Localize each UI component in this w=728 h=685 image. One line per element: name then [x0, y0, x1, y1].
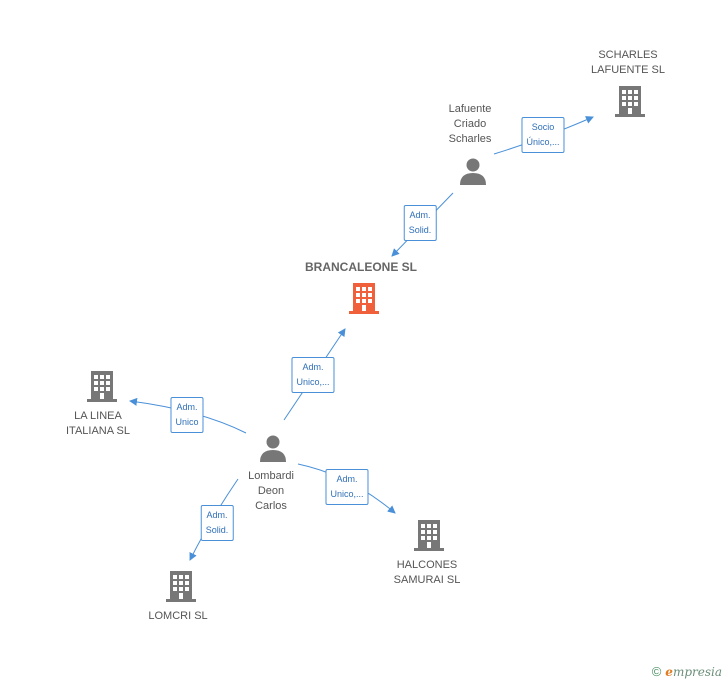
building-icon[interactable] — [613, 84, 647, 118]
company-name: BRANCALEONE SL — [304, 260, 418, 274]
label-line: LAFUENTE SL — [591, 64, 665, 76]
label-line: SAMURAI SL — [393, 574, 461, 586]
building-icon[interactable] — [347, 281, 381, 315]
building-icon[interactable] — [412, 518, 446, 552]
label-line: Carlos — [255, 500, 287, 512]
label-line: Lombardi — [248, 470, 294, 482]
edge-label-line: Adm. — [176, 402, 198, 412]
person-icon[interactable] — [258, 433, 288, 463]
edge-label-line: Adm. — [409, 210, 431, 220]
edge-label-line: Unico,... — [330, 489, 364, 499]
footer-brand: © empresia — [652, 664, 722, 679]
edge-label-line: Unico — [175, 417, 199, 427]
empresia-logo[interactable]: empresia — [665, 665, 722, 679]
label-line: ITALIANA SL — [66, 425, 130, 437]
edge-label-line: Solid. — [205, 525, 229, 535]
edge-label-line: Socio — [531, 122, 555, 132]
node-label-scharles-lafuente[interactable]: SCHARLES LAFUENTE SL — [591, 48, 665, 78]
label-line: SCHARLES — [598, 49, 658, 61]
edge-label-adm-solid[interactable]: Adm. Solid. — [403, 205, 437, 241]
building-icon[interactable] — [85, 369, 119, 403]
building-icon[interactable] — [164, 569, 198, 603]
node-label-la-linea[interactable]: LA LINEA ITALIANA SL — [66, 409, 130, 439]
brand-rest: mpresia — [672, 664, 722, 679]
edge-label-socio-unico[interactable]: Socio Único,... — [521, 117, 565, 153]
edge-label-line: Unico,... — [296, 377, 330, 387]
edge-label-line: Adm. — [206, 510, 228, 520]
edge-label-adm-unico[interactable]: Adm. Unico — [170, 397, 204, 433]
label-line: LA LINEA — [74, 410, 122, 422]
edge-label-line: Solid. — [408, 225, 432, 235]
label-line: Criado — [453, 118, 487, 130]
node-label-lomcri[interactable]: LOMCRI SL — [148, 609, 207, 624]
node-label-lafuente-criado[interactable]: Lafuente Criado Scharles — [449, 102, 492, 147]
edge-label-line: Único,... — [526, 137, 560, 147]
label-line: Lafuente — [448, 103, 492, 115]
edge-label-line: Adm. — [302, 362, 324, 372]
node-label-halcones[interactable]: HALCONES SAMURAI SL — [394, 558, 461, 588]
label-line: Scharles — [448, 133, 492, 145]
node-label-lombardi[interactable]: Lombardi Deon Carlos — [248, 469, 294, 514]
copyright-icon: © — [651, 664, 662, 679]
brand-initial: e — [665, 664, 673, 679]
edge-label-adm-solid[interactable]: Adm. Solid. — [200, 505, 234, 541]
edge-label-adm-unico[interactable]: Adm. Unico,... — [325, 469, 369, 505]
person-icon[interactable] — [458, 156, 488, 186]
label-line: LOMCRI SL — [148, 610, 208, 622]
node-label-brancaleone[interactable]: BRANCALEONE SL — [305, 260, 417, 275]
edge-label-adm-unico[interactable]: Adm. Unico,... — [291, 357, 335, 393]
label-line: Deon — [257, 485, 285, 497]
edge-label-line: Adm. — [336, 474, 358, 484]
label-line: HALCONES — [396, 559, 458, 571]
